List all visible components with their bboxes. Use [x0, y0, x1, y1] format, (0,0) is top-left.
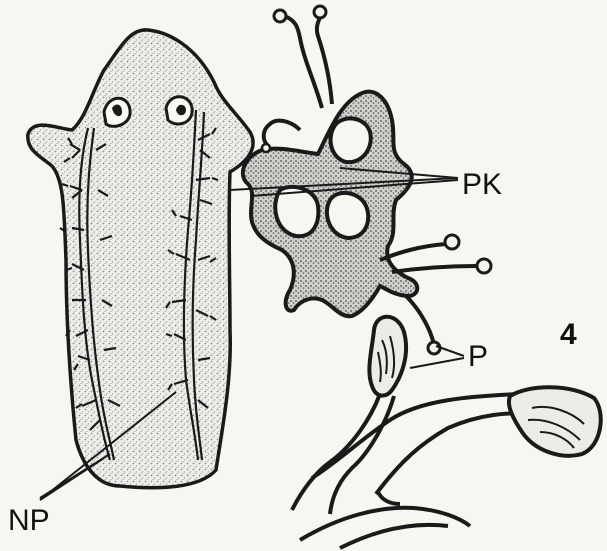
- label-pk: PK: [462, 168, 502, 202]
- figure-number: 4: [560, 318, 577, 352]
- papilla-structures: [292, 317, 601, 548]
- label-p: P: [468, 340, 488, 374]
- label-np: NP: [8, 504, 50, 538]
